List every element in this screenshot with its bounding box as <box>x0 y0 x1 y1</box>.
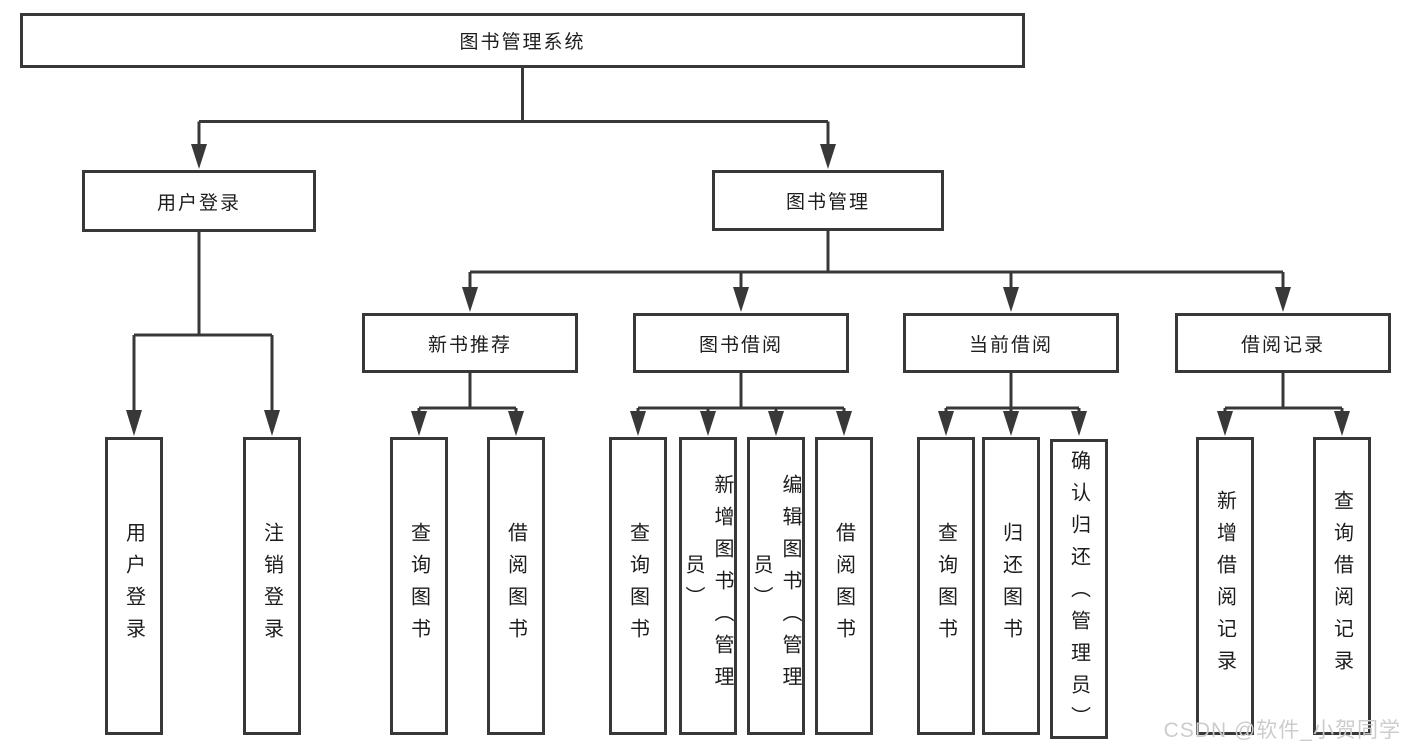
connector-root-to-level2 <box>191 68 836 169</box>
leaf-current-query-books: 查询图书 <box>917 437 975 735</box>
leaf-borrow-add-book-admin: 新增图书（管理员） <box>679 437 737 735</box>
leaf-current-confirm-return-admin: 确认归还（管理员） <box>1050 439 1108 739</box>
connector-new-book-to-leaves <box>411 373 524 436</box>
leaf-logout-login: 注销登录 <box>243 437 301 735</box>
connector-book-management-to-level3 <box>462 231 1291 312</box>
node-borrow-records: 借阅记录 <box>1175 313 1391 373</box>
connector-borrow-records-to-leaves <box>1217 373 1350 436</box>
node-user-login: 用户登录 <box>82 170 316 232</box>
connector-user-login-to-leaves <box>126 232 280 436</box>
leaf-borrow-query-books: 查询图书 <box>609 437 667 735</box>
leaf-records-query-borrow-record: 查询借阅记录 <box>1313 437 1371 735</box>
connector-current-borrow-to-leaves <box>938 373 1087 436</box>
leaf-records-add-borrow-record: 新增借阅记录 <box>1196 437 1254 735</box>
node-book-management: 图书管理 <box>712 170 944 231</box>
node-current-borrow: 当前借阅 <box>903 313 1119 373</box>
connector-book-borrow-to-leaves <box>630 373 852 436</box>
node-library-management-system: 图书管理系统 <box>20 13 1025 68</box>
leaf-current-return-books: 归还图书 <box>982 437 1040 735</box>
node-book-borrow: 图书借阅 <box>633 313 849 373</box>
leaf-newbook-query-books: 查询图书 <box>390 437 448 735</box>
csdn-watermark: CSDN @软件_小贺同学 <box>1163 719 1401 742</box>
leaf-newbook-borrow-books: 借阅图书 <box>487 437 545 735</box>
node-new-book-recommend: 新书推荐 <box>362 313 578 373</box>
leaf-borrow-edit-book-admin: 编辑图书（管理员） <box>747 437 805 735</box>
leaf-borrow-borrow-books: 借阅图书 <box>815 437 873 735</box>
leaf-user-login: 用户登录 <box>105 437 163 735</box>
